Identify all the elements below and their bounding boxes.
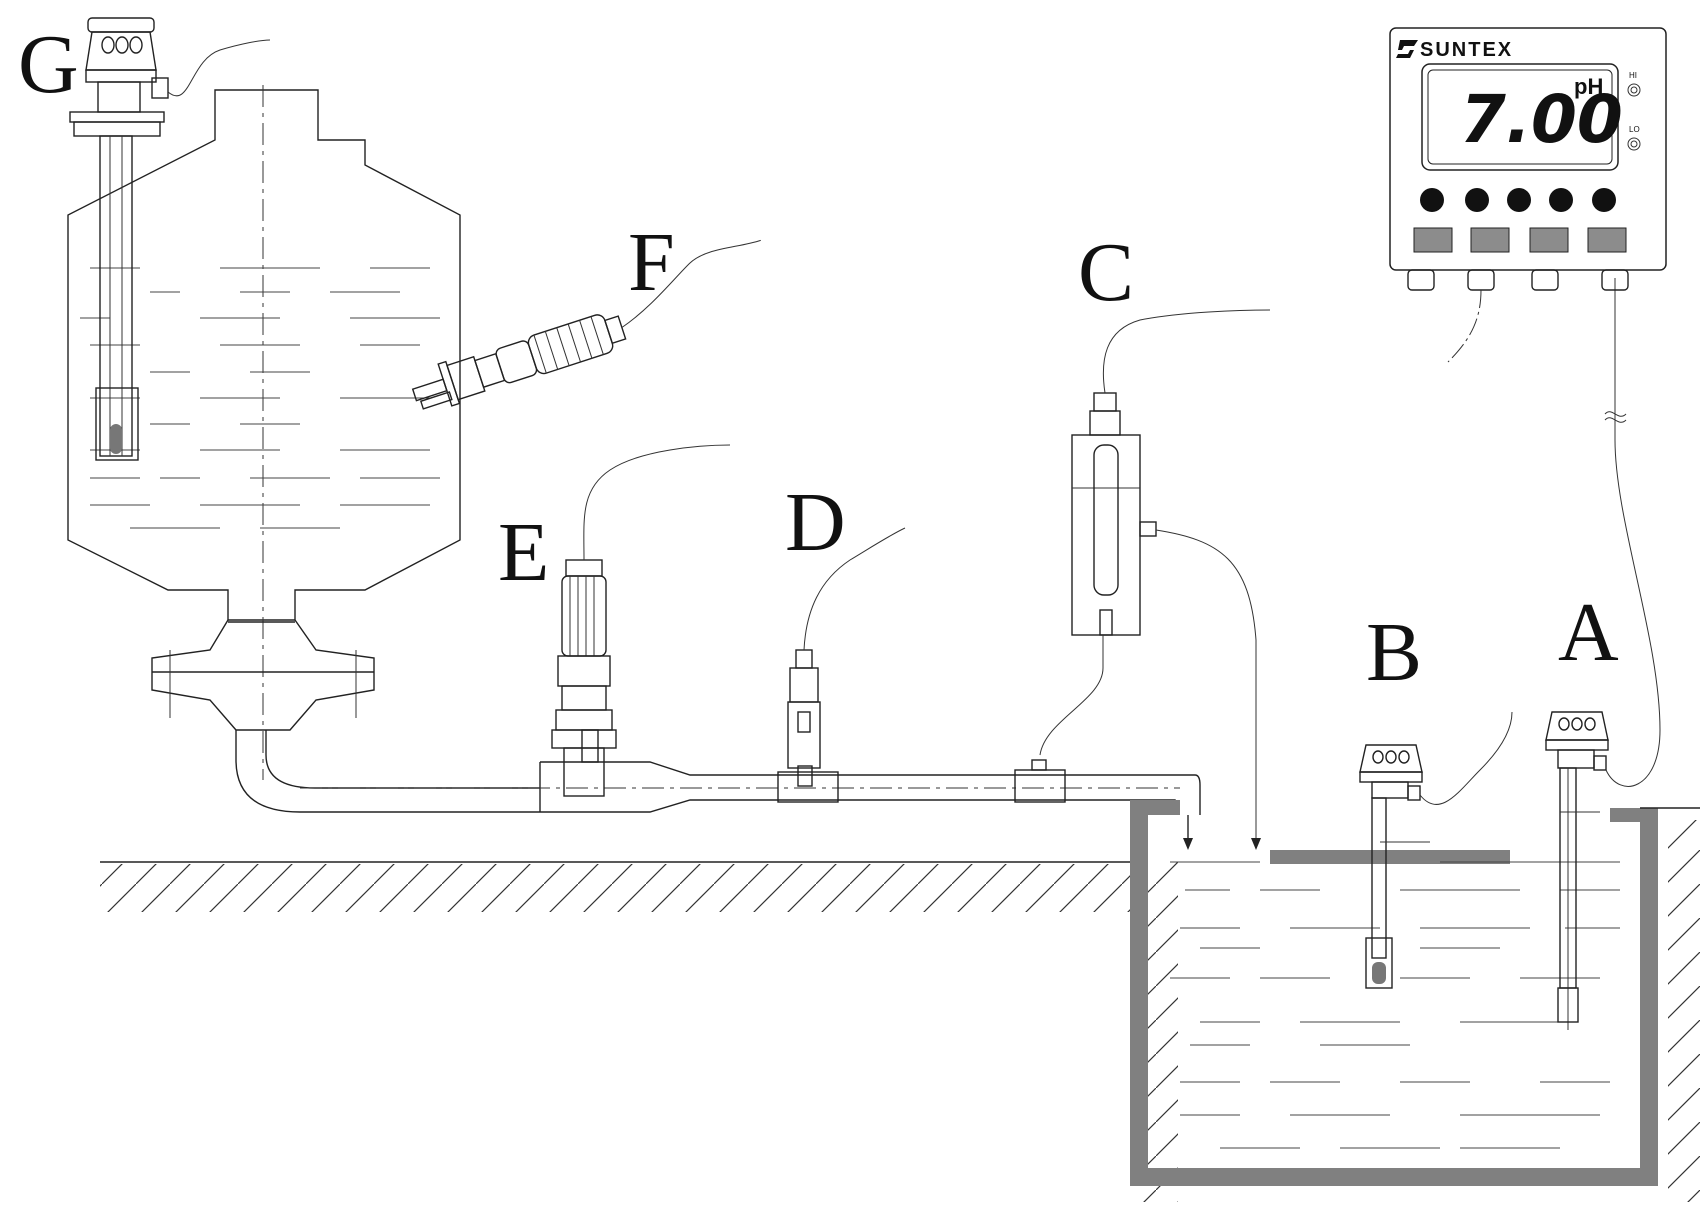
ground bbox=[100, 820, 1700, 1202]
relay-window-1 bbox=[1413, 227, 1453, 253]
ph-reading: 7.00 bbox=[1460, 81, 1623, 158]
label-a: A bbox=[1558, 586, 1619, 679]
relay-window-3 bbox=[1529, 227, 1569, 253]
key-button-2[interactable] bbox=[1465, 188, 1489, 212]
label-b: B bbox=[1366, 606, 1422, 699]
hi-indicator: HI bbox=[1627, 71, 1641, 97]
process-pipe bbox=[235, 730, 1201, 850]
brand-logo: SUNTEX bbox=[1396, 39, 1513, 61]
label-c: C bbox=[1078, 226, 1134, 319]
key-button-1[interactable] bbox=[1420, 188, 1444, 212]
key-button-5[interactable] bbox=[1592, 188, 1616, 212]
brand-name: SUNTEX bbox=[1420, 39, 1513, 61]
sensor-e-inline: E bbox=[498, 444, 731, 797]
label-d: D bbox=[785, 476, 846, 569]
storage-vessel bbox=[67, 85, 461, 780]
vessel-liquid bbox=[80, 267, 440, 529]
ph-controller: SUNTEX 7.00 pH HI LO bbox=[1389, 27, 1667, 363]
sensor-b-submersion: B bbox=[1359, 606, 1513, 989]
key-button-4[interactable] bbox=[1549, 188, 1573, 212]
relay-window-2 bbox=[1470, 227, 1510, 253]
label-f: F bbox=[628, 216, 675, 309]
relay-window-4 bbox=[1587, 227, 1627, 253]
sensor-c-flow-cell: C bbox=[1039, 226, 1271, 850]
sensor-a-submersion: A bbox=[1545, 278, 1661, 1030]
sensor-g-immersion: G bbox=[18, 17, 271, 461]
ph-unit: pH bbox=[1574, 74, 1603, 99]
lo-indicator: LO bbox=[1627, 125, 1641, 151]
svg-text:LO: LO bbox=[1629, 125, 1640, 134]
cable-glands bbox=[1407, 269, 1629, 291]
tank-liquid bbox=[1170, 861, 1620, 1149]
svg-text:HI: HI bbox=[1629, 71, 1637, 80]
label-g: G bbox=[18, 18, 79, 111]
sensor-d-inline: D bbox=[785, 476, 906, 787]
key-button-3[interactable] bbox=[1507, 188, 1531, 212]
sensor-f-side-mount bbox=[411, 239, 761, 410]
open-tank bbox=[1130, 800, 1700, 1186]
label-e: E bbox=[498, 506, 549, 599]
